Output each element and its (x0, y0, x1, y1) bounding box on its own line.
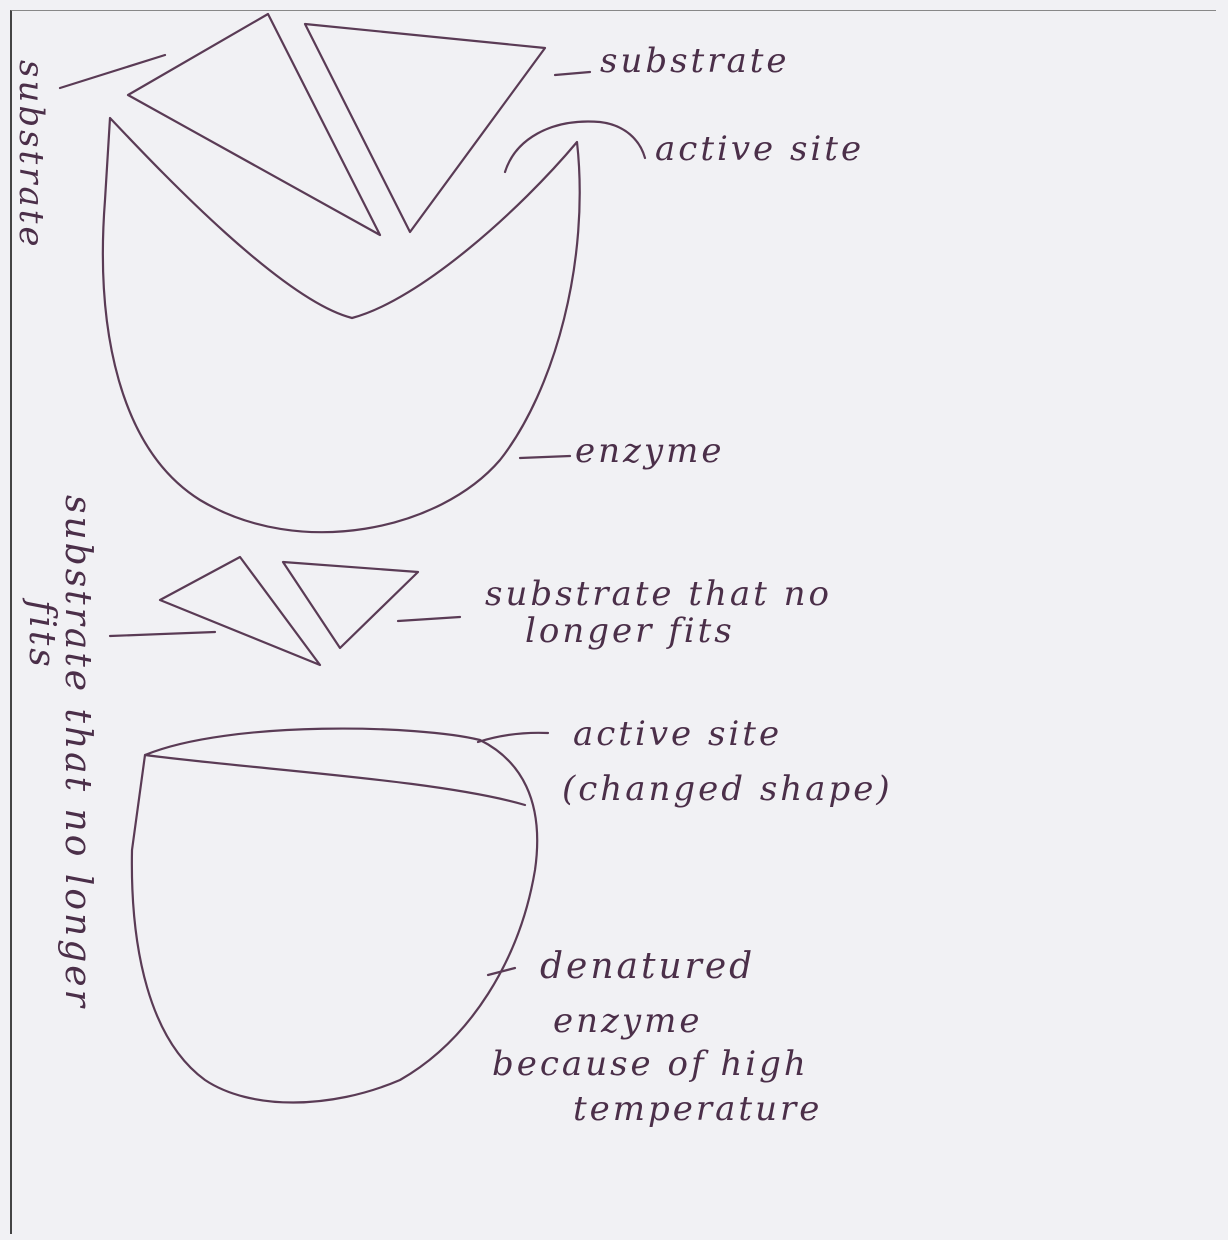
label-denatured-4: temperature (573, 1089, 822, 1129)
label-denatured-1: denatured (540, 946, 755, 987)
enzyme-top (103, 118, 580, 532)
label-vertical-no-longer-fits-1: substrate that no longer (57, 495, 98, 1010)
label-denatured-3: because of high (492, 1044, 809, 1084)
label-substrate: substrate (600, 41, 790, 81)
label-substrate-vertical: substrate (11, 60, 51, 250)
label-active-site: active site (655, 129, 864, 169)
leader-lines-top (60, 55, 645, 458)
label-active-site-changed-2: (changed shape) (562, 769, 893, 809)
substrate-bottom (160, 557, 418, 665)
label-vertical-no-longer-fits-2: fits (21, 597, 62, 670)
denatured-enzyme (132, 729, 537, 1103)
label-denatured-2: enzyme (553, 1001, 703, 1041)
label-enzyme: enzyme (575, 431, 725, 471)
substrate-top (128, 14, 545, 235)
label-substrate-no-longer-fits-1: substrate that no (485, 574, 832, 614)
label-active-site-changed-1: active site (573, 714, 782, 754)
label-substrate-no-longer-fits-2: longer fits (525, 611, 735, 651)
